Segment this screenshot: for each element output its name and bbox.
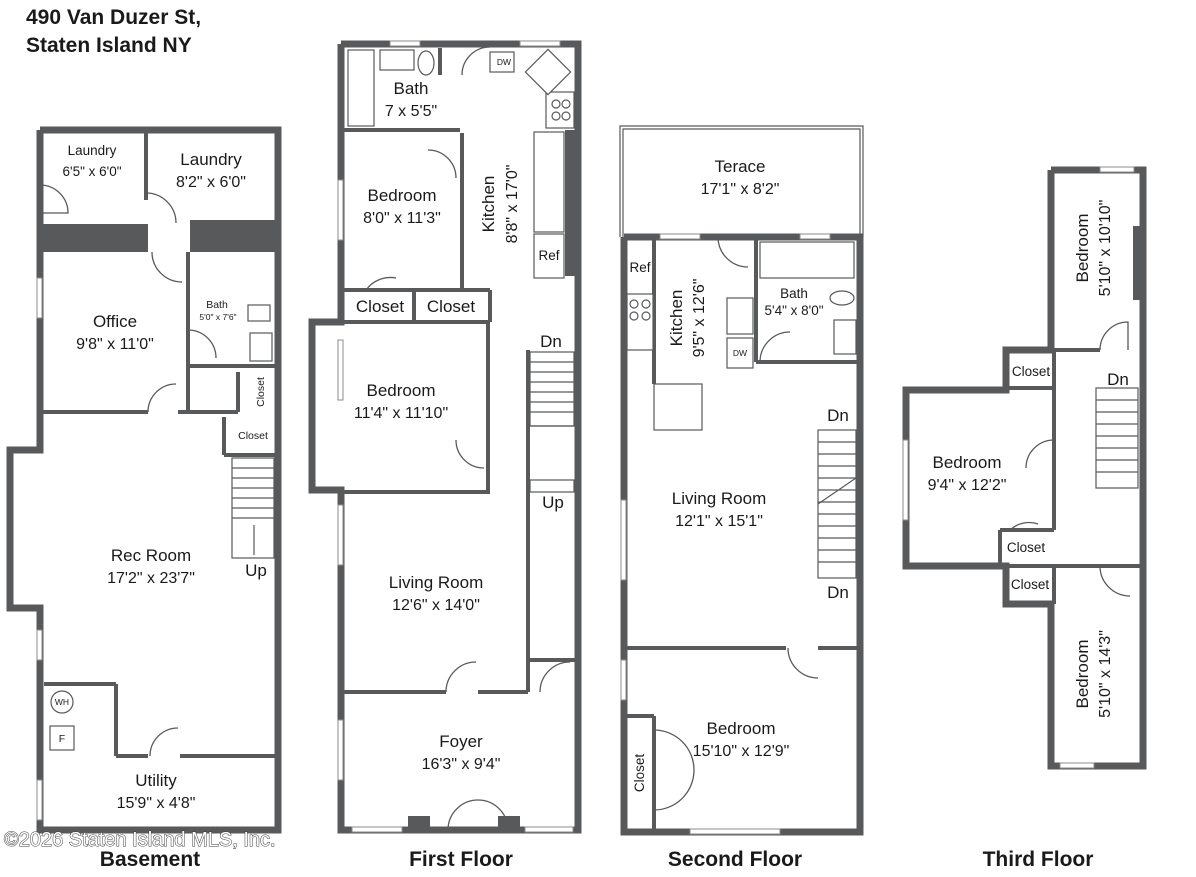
second-floor-plan [619,125,864,836]
second-closet-name: Closet [632,754,647,793]
third-bedroom3-dim: 5'10" x 14'3" [1097,630,1114,718]
bsmt-rec-dim: 17'2" x 23'7" [107,570,195,587]
second-kitchen-dim: 9'5" x 12'6" [691,279,708,358]
second-ref-label: Ref [629,260,650,275]
third-floor-label: Third Floor [983,848,1094,871]
bsmt-bath-name: Bath [206,299,228,311]
bsmt-laundry1-dim: 6'5" x 6'0" [62,164,121,179]
address-line-2: Staten Island NY [26,34,192,57]
bsmt-water-heater-label: WH [55,697,69,707]
bsmt-rec-name: Rec Room [111,546,191,565]
basement-plan [6,126,282,834]
first-bedroom1-dim: 8'0" x 11'3" [363,210,441,227]
third-bedroom1-dim: 5'10" x 10'10" [1097,200,1114,297]
second-bedroom-dim: 15'10" x 12'9" [693,743,790,760]
second-stairs-dn1: Dn [827,406,849,425]
bsmt-furnace-label: F [59,733,65,745]
bsmt-laundry2-dim: 8'2" x 6'0" [176,174,246,191]
first-kitchen-name: Kitchen [479,176,498,233]
second-living-dim: 12'1" x 15'1" [675,513,763,530]
second-living-name: Living Room [672,489,767,508]
third-floor-plan [902,166,1147,770]
first-bedroom2-name: Bedroom [367,381,436,400]
first-bedroom1-name: Bedroom [368,186,437,205]
third-bedroom2-name: Bedroom [933,453,1002,472]
bsmt-laundry1-name: Laundry [68,143,117,158]
basement-label: Basement [100,848,200,871]
first-floor-plan [308,40,582,834]
second-bath-dim: 5'4" x 8'0" [764,303,823,318]
bsmt-bath-dim: 5'0" x 7'6" [199,312,236,322]
first-dishwasher-label: DW [497,57,511,67]
second-bath-name: Bath [780,286,808,301]
first-foyer-dim: 16'3" x 9'4" [422,756,501,773]
first-living-dim: 12'6" x 14'0" [392,597,480,614]
third-closet3-name: Closet [1011,577,1050,592]
second-stairs-dn2: Dn [827,583,849,602]
third-bedroom2-dim: 9'4" x 12'2" [928,477,1007,494]
second-dishwasher-label: DW [733,348,747,358]
first-ref-label: Ref [538,248,559,263]
first-stairs-dn: Dn [540,332,562,351]
bsmt-utility-dim: 15'9" x 4'8" [117,795,196,812]
bsmt-utility-name: Utility [135,771,177,790]
first-bedroom2-dim: 11'4" x 11'10" [354,405,448,422]
third-bedroom1-name: Bedroom [1073,214,1092,283]
second-kitchen-name: Kitchen [667,290,686,347]
first-foyer-name: Foyer [439,732,483,751]
bsmt-office-dim: 9'8" x 11'0" [76,336,154,353]
bsmt-office-name: Office [93,312,137,331]
first-floor-label: First Floor [409,848,513,871]
third-stairs-dn: Dn [1107,370,1129,389]
second-terrace-dim: 17'1" x 8'2" [701,181,780,198]
first-closet1-name: Closet [356,297,404,316]
first-stairs-up: Up [542,493,564,512]
second-bedroom-name: Bedroom [707,719,776,738]
bsmt-laundry2-name: Laundry [180,150,242,169]
bsmt-stairs-up: Up [245,561,267,580]
bsmt-closet2-name: Closet [238,430,268,442]
third-closet2-name: Closet [1007,540,1046,555]
bsmt-closet1-name: Closet [255,377,267,407]
first-bath-dim: 7 x 5'5" [385,103,437,120]
second-terrace-name: Terace [714,157,765,176]
second-floor-label: Second Floor [668,848,802,871]
address-line-1: 490 Van Duzer St, [26,6,201,29]
first-living-name: Living Room [389,573,484,592]
first-kitchen-dim: 8'8" x 17'0" [504,165,521,244]
first-closet2-name: Closet [427,297,475,316]
third-closet1-name: Closet [1012,364,1051,379]
third-bedroom3-name: Bedroom [1073,640,1092,709]
first-bath-name: Bath [394,79,429,98]
copyright-watermark: ©2026 Staten Island MLS, Inc. [4,829,276,851]
